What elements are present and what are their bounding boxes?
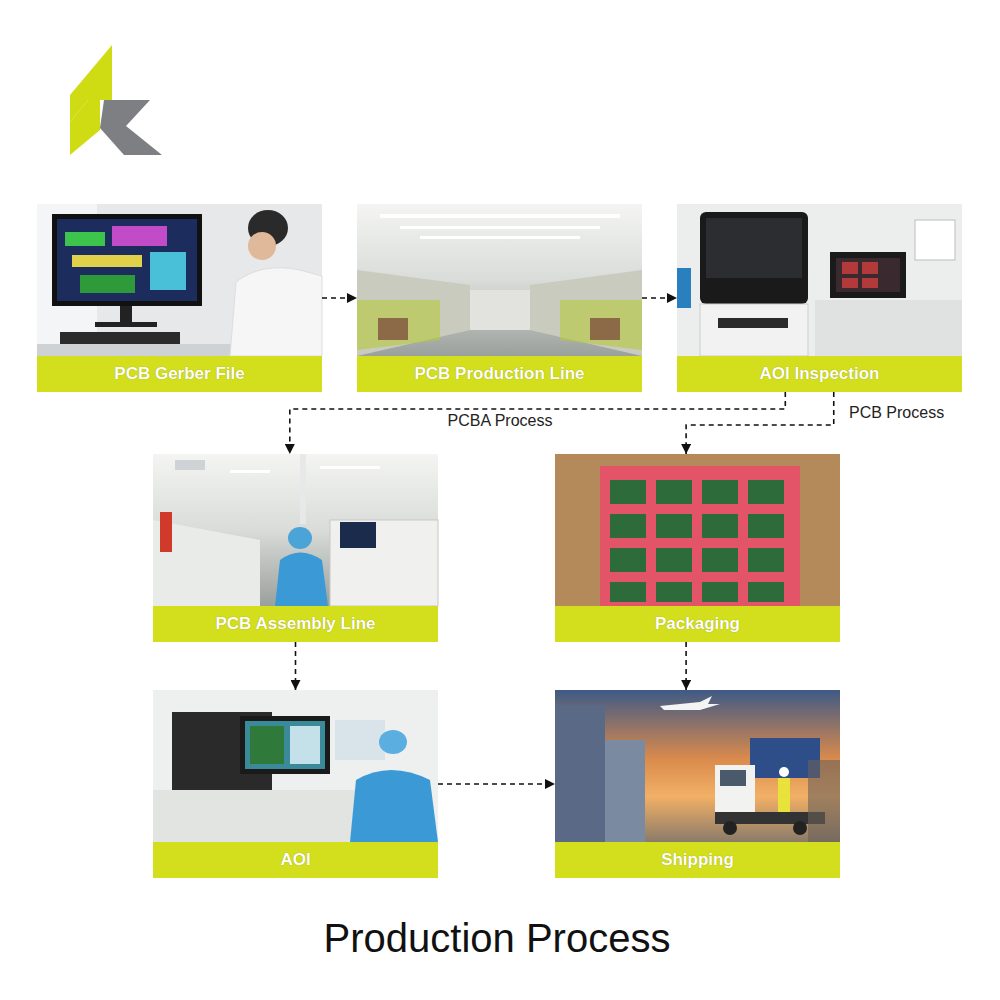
step-label: AOI <box>280 850 310 870</box>
label-band: Packaging <box>555 606 840 642</box>
photo-step-card: AOI Inspection <box>677 204 962 392</box>
label-band: AOI Inspection <box>677 356 962 392</box>
photo-step-card: Shipping <box>555 690 840 878</box>
diagram-title: Production Process <box>324 916 671 961</box>
label-band: PCB Production Line <box>357 356 642 392</box>
dashed-arrow <box>290 392 786 454</box>
aoi-inspection-photo <box>677 204 962 356</box>
step-label: AOI Inspection <box>760 364 880 384</box>
company-logo <box>70 45 162 155</box>
step-label: PCB Gerber File <box>114 364 244 384</box>
step-label: PCB Production Line <box>415 364 585 384</box>
label-band: PCB Assembly Line <box>153 606 438 642</box>
edge-label: PCB Process <box>846 404 947 422</box>
shipping-photo <box>555 690 840 842</box>
photo-step-card: PCB Gerber File <box>37 204 322 392</box>
step-label: Shipping <box>661 850 734 870</box>
photo-step-card: AOI <box>153 690 438 878</box>
label-band: AOI <box>153 842 438 878</box>
photo-step-card: PCB Production Line <box>357 204 642 392</box>
dashed-arrow <box>642 297 677 299</box>
dashed-arrow <box>685 642 687 690</box>
dashed-arrow <box>322 297 357 299</box>
production-line-photo <box>357 204 642 356</box>
photo-step-card: Packaging <box>555 454 840 642</box>
step-label: PCB Assembly Line <box>216 614 376 634</box>
edge-label: PCBA Process <box>445 412 556 430</box>
step-label: Packaging <box>655 614 740 634</box>
label-band: Shipping <box>555 842 840 878</box>
label-band: PCB Gerber File <box>37 356 322 392</box>
packaging-photo <box>555 454 840 606</box>
photo-step-card: PCB Assembly Line <box>153 454 438 642</box>
assembly-line-photo <box>153 454 438 606</box>
dashed-arrow <box>686 392 834 454</box>
aoi-photo <box>153 690 438 842</box>
gerber-photo <box>37 204 322 356</box>
dashed-arrow <box>295 642 297 690</box>
dashed-arrow <box>438 783 555 785</box>
